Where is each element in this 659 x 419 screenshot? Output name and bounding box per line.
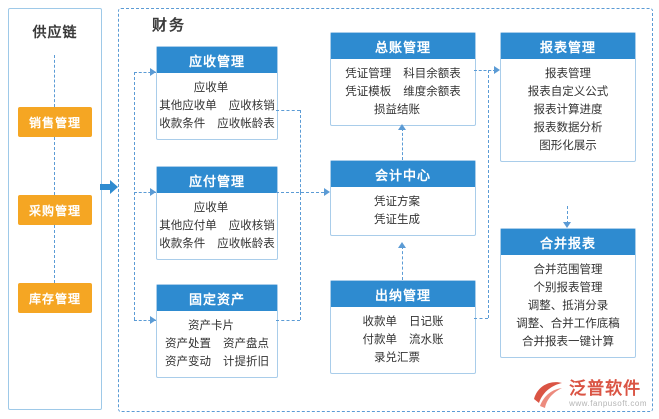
card-title: 应付管理: [157, 167, 277, 193]
card-body: 应收单 其他应收单应收核销 收款条件应收帐龄表: [157, 73, 277, 139]
list-item: 应收单: [193, 82, 229, 94]
fanpu-logo-icon: [531, 377, 565, 411]
connector-gl-to-report: [474, 70, 496, 71]
list-item: 调整、合并工作底稿: [516, 318, 620, 330]
card-accounting-center[interactable]: 会计中心 凭证方案 凭证生成: [330, 160, 476, 236]
list-item: 付款单流水账: [362, 334, 444, 346]
card-general-ledger[interactable]: 总账管理 凭证管理科目余额表 凭证模板维度余额表 损益结账: [330, 32, 476, 126]
connector-acc-to-gl: [402, 128, 403, 160]
connector-fa-out: [276, 320, 300, 321]
list-item: 损益结账: [374, 104, 420, 116]
card-consolidated-report[interactable]: 合并报表 合并范围管理 个别报表管理 调整、抵消分录 调整、合并工作底稿 合并报…: [500, 228, 636, 358]
sidebar-item-inventory[interactable]: 库存管理: [18, 283, 92, 313]
supply-chain-title: 供应链: [32, 24, 78, 40]
card-report-management[interactable]: 报表管理 报表管理 报表自定义公式 报表计算进度 报表数据分析 图形化展示: [500, 32, 636, 162]
list-item: 应收单: [193, 202, 229, 214]
list-item: 图形化展示: [539, 140, 597, 152]
supply-chain-connector-2: [54, 137, 56, 195]
list-item: 收款条件应收帐龄表: [159, 238, 275, 250]
card-accounts-payable[interactable]: 应付管理 应收单 其他应付单应收核销 收款条件应收帐龄表: [156, 166, 278, 260]
connector-right-spine: [488, 70, 489, 318]
card-title: 报表管理: [501, 33, 635, 59]
arrow-to-merge: [563, 222, 571, 228]
card-title: 出纳管理: [331, 281, 475, 307]
connector-to-ar: [134, 72, 156, 73]
arrow-to-ap: [150, 188, 156, 196]
watermark-url: www.fanpusoft.com: [569, 399, 647, 408]
connector-left-spine: [134, 72, 135, 320]
list-item: 凭证模板维度余额表: [345, 86, 461, 98]
card-title: 固定资产: [157, 285, 277, 311]
arrow-cash-to-accounting: [398, 242, 406, 248]
card-body: 凭证方案 凭证生成: [331, 187, 475, 235]
list-item: 收款条件应收帐龄表: [159, 118, 275, 130]
list-item: 凭证生成: [374, 214, 420, 226]
watermark-logo: 泛普软件 www.fanpusoft.com: [531, 377, 647, 411]
sidebar-item-purchase[interactable]: 采购管理: [18, 195, 92, 225]
list-item: 收款单日记账: [362, 316, 444, 328]
card-title: 合并报表: [501, 229, 635, 255]
sidebar-item-sales[interactable]: 销售管理: [18, 107, 92, 137]
card-fixed-assets[interactable]: 固定资产 资产卡片 资产处置资产盘点 资产变动计提折旧: [156, 284, 278, 378]
list-item: 调整、抵消分录: [527, 300, 609, 312]
supply-chain-connector-1: [54, 55, 56, 107]
arrow-to-accounting-center: [324, 188, 330, 196]
list-item: 报表计算进度: [533, 104, 603, 116]
list-item: 资产变动计提折旧: [165, 356, 269, 368]
card-body: 应收单 其他应付单应收核销 收款条件应收帐龄表: [157, 193, 277, 259]
list-item: 凭证管理科目余额表: [345, 68, 461, 80]
list-item: 其他应付单应收核销: [159, 220, 275, 232]
list-item: 合并范围管理: [533, 264, 603, 276]
card-title: 总账管理: [331, 33, 475, 59]
supplychain-to-finance-arrow: [100, 180, 118, 194]
list-item: 凭证方案: [374, 196, 420, 208]
list-item: 合并报表一键计算: [522, 336, 614, 348]
card-cashier-management[interactable]: 出纳管理 收款单日记账 付款单流水账 录兑汇票: [330, 280, 476, 374]
connector-to-fa: [134, 320, 156, 321]
connector-cash-to-acc: [402, 246, 403, 280]
card-title: 应收管理: [157, 47, 277, 73]
list-item: 报表管理: [545, 68, 591, 80]
list-item: 资产处置资产盘点: [165, 338, 269, 350]
connector-fa-up: [300, 192, 301, 320]
list-item: 报表自定义公式: [527, 86, 609, 98]
list-item: 其他应收单应收核销: [159, 100, 275, 112]
connector-ar-down: [300, 110, 301, 192]
connector-cash-right: [474, 318, 488, 319]
finance-title: 财务: [152, 17, 187, 34]
list-item: 录兑汇票: [374, 352, 420, 364]
card-body: 收款单日记账 付款单流水账 录兑汇票: [331, 307, 475, 373]
connector-report-to-merge: [567, 206, 568, 224]
arrow-to-fa: [150, 316, 156, 324]
arrow-to-ar: [150, 68, 156, 76]
supply-chain-connector-3: [54, 225, 56, 283]
list-item: 个别报表管理: [533, 282, 603, 294]
card-body: 合并范围管理 个别报表管理 调整、抵消分录 调整、合并工作底稿 合并报表一键计算: [501, 255, 635, 357]
watermark-name: 泛普软件: [569, 379, 642, 398]
card-body: 报表管理 报表自定义公式 报表计算进度 报表数据分析 图形化展示: [501, 59, 635, 161]
connector-to-ap: [134, 192, 156, 193]
card-accounts-receivable[interactable]: 应收管理 应收单 其他应收单应收核销 收款条件应收帐龄表: [156, 46, 278, 140]
card-body: 资产卡片 资产处置资产盘点 资产变动计提折旧: [157, 311, 277, 377]
supply-chain-panel: 供应链 销售管理 采购管理 库存管理: [8, 8, 102, 410]
card-title: 会计中心: [331, 161, 475, 187]
arrow-to-general-ledger: [398, 124, 406, 130]
list-item: 资产卡片: [188, 320, 234, 332]
connector-ar-out: [276, 110, 300, 111]
list-item: 报表数据分析: [533, 122, 603, 134]
arrow-to-report: [494, 66, 500, 74]
card-body: 凭证管理科目余额表 凭证模板维度余额表 损益结账: [331, 59, 475, 125]
